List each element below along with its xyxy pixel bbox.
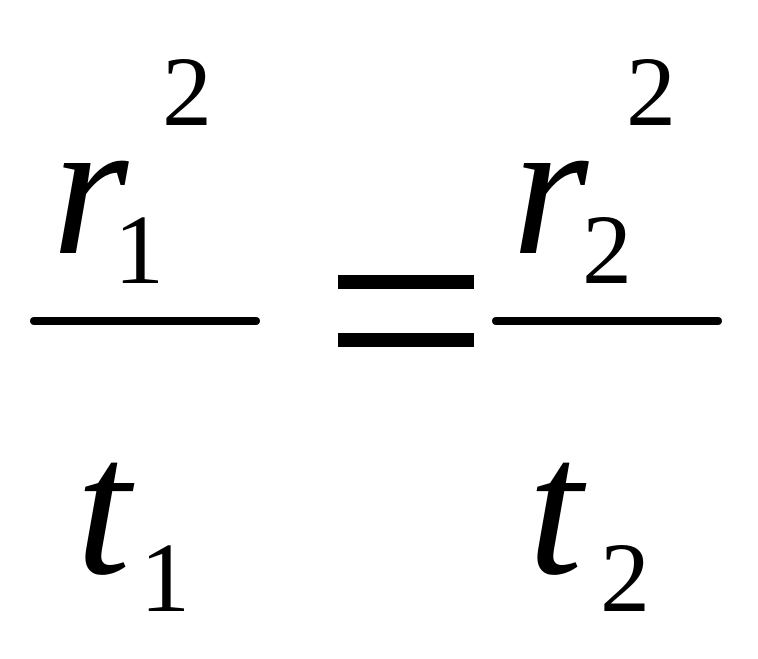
equals-sign-text: = [380, 250, 381, 251]
equals-sign-top-bar [338, 275, 474, 289]
left-numerator-variable: r [52, 79, 129, 296]
right-denominator-variable: t [528, 399, 583, 616]
left-fraction-bar [30, 317, 260, 325]
right-fraction-bar [492, 317, 722, 325]
equals-sign-bottom-bar [338, 333, 474, 347]
right-numerator-variable: r [512, 79, 589, 296]
right-numerator-subscript: 2 [582, 194, 632, 305]
left-numerator-exponent: 2 [162, 36, 212, 147]
left-denominator-subscript: 1 [140, 522, 190, 633]
right-numerator-exponent: 2 [626, 36, 676, 147]
right-denominator-subscript: 2 [600, 522, 650, 633]
left-denominator-variable: t [76, 399, 131, 616]
left-numerator-subscript: 1 [114, 194, 164, 305]
